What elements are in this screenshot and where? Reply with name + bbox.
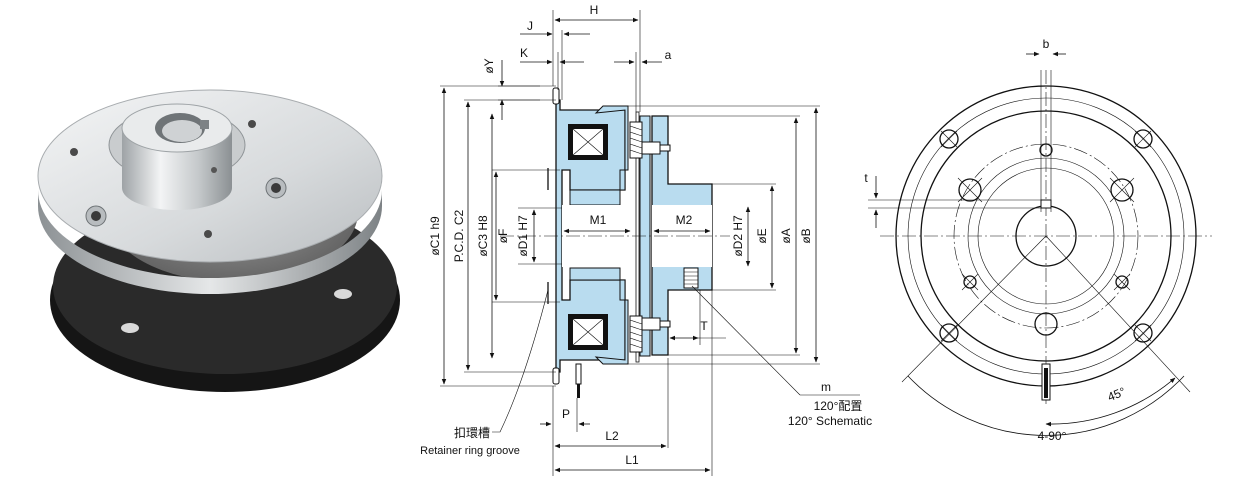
label-d1: øD1 H7 [516, 215, 530, 257]
section-view: H J K a øY øC1 h9 P.C.D. C2 øC3 H8 øF øD… [420, 3, 872, 476]
label-schematic-en: 120° Schematic [788, 414, 872, 428]
label-k: K [520, 46, 528, 60]
label-h: H [590, 3, 599, 17]
label-e: øE [755, 228, 769, 243]
label-groove-en: Retainer ring groove [420, 445, 520, 457]
plate-screw-hole [91, 211, 101, 221]
m-leader [691, 285, 801, 396]
plate-side [38, 190, 382, 294]
label-l1: L1 [625, 453, 639, 467]
label-c1: øC1 h9 [428, 216, 442, 256]
label-y: øY [482, 58, 496, 73]
label-m1: M1 [590, 213, 607, 227]
dim-arc-90 [907, 375, 1185, 436]
label-c3: øC3 H8 [476, 215, 490, 257]
bolt-upper [641, 141, 671, 155]
lead-wire [575, 363, 582, 398]
flange-hole [121, 323, 139, 333]
spring-lower [629, 315, 643, 353]
small-holes [961, 143, 1131, 336]
coil-upper [568, 124, 608, 160]
label-schematic-zh: 120°配置 [814, 399, 863, 413]
friction-gap [635, 111, 640, 363]
plate-hole [204, 230, 212, 238]
set-screw-section [683, 267, 699, 289]
label-l2: L2 [605, 429, 619, 443]
flange-pin-upper [552, 87, 560, 105]
keyway [200, 120, 209, 129]
plate-hole [70, 148, 78, 156]
coil-lower [568, 314, 608, 350]
bolt-lower [641, 317, 671, 331]
flange-hole [334, 289, 352, 299]
label-a-dia: øA [779, 228, 793, 243]
label-m2: M2 [676, 213, 693, 227]
set-screw [211, 167, 217, 173]
clutch-brake-photo [37, 89, 400, 392]
label-j: J [527, 19, 533, 33]
label-m: m [821, 380, 831, 394]
rotor-hub-lower [569, 267, 629, 365]
flange-mount-holes [939, 129, 1153, 343]
plate-hole [248, 120, 256, 128]
label-t-front: t [864, 171, 868, 185]
label-a: a [665, 48, 672, 62]
flange-pin-lower [552, 367, 560, 385]
label-b: b [1043, 37, 1050, 51]
label-angle-45: 45° [1105, 384, 1127, 404]
groove-leader [492, 289, 549, 433]
tapped-holes [957, 177, 1135, 203]
front-view: b t 45° 4-90° [864, 37, 1212, 443]
label-p: P [562, 407, 570, 421]
spring-upper [629, 121, 643, 159]
dim-arc-45 [1045, 377, 1176, 427]
label-holes: 4-90° [1038, 429, 1067, 443]
label-b-dia: øB [799, 228, 813, 243]
bore-inner [162, 120, 202, 142]
label-f: øF [496, 229, 510, 244]
label-d2: øD2 H7 [731, 215, 745, 257]
plate-screw-hole [271, 183, 281, 193]
label-pcd: P.C.D. C2 [452, 209, 466, 262]
keyway-slot [1040, 199, 1052, 209]
label-groove-zh: 扣環槽 [454, 426, 490, 440]
label-t: T [700, 319, 708, 333]
